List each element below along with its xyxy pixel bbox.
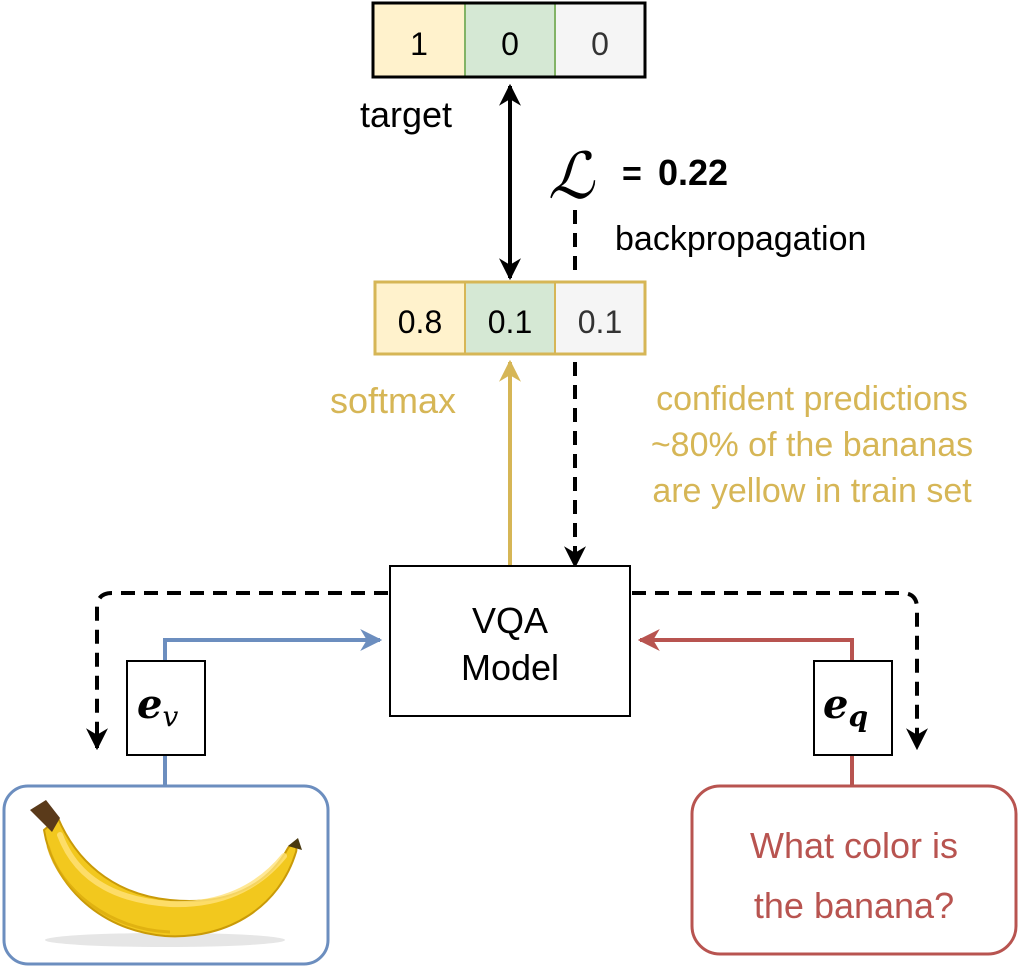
target-cell-1 xyxy=(373,3,465,77)
question-embedding-box xyxy=(813,660,893,756)
vqa-model-line-2: Model xyxy=(461,647,559,688)
annotation-line-1: confident predictions xyxy=(656,380,968,418)
loss-value: 0.22 xyxy=(658,152,728,193)
visual-embedding-box xyxy=(126,660,206,756)
vqa-model-line-1: VQA xyxy=(472,600,548,641)
backprop-to-question xyxy=(632,591,928,751)
prediction-cell-3 xyxy=(555,282,645,354)
loss-symbol: ℒ xyxy=(548,140,596,214)
prediction-cell-1 xyxy=(375,282,465,354)
question-box xyxy=(690,784,1018,956)
prediction-value-1: 0.8 xyxy=(398,304,442,340)
target-cell-2 xyxy=(465,3,555,77)
question-embedding-base: e xyxy=(823,681,848,728)
annotation-line-2: ~80% of the bananas xyxy=(651,426,973,464)
prediction-value-3: 0.1 xyxy=(578,304,622,340)
target-value-1: 1 xyxy=(410,26,428,62)
visual-embedding-base: e xyxy=(137,681,162,728)
vqa-model-box xyxy=(389,565,631,717)
target-cell-3 xyxy=(555,3,645,77)
prediction-vector: 0.8 0.1 0.1 xyxy=(373,280,647,356)
softmax-label: softmax xyxy=(330,380,456,421)
target-label: target xyxy=(360,94,452,135)
image-box xyxy=(2,784,330,966)
backprop-label: backpropagation xyxy=(615,220,866,258)
question-embedding-sub: q xyxy=(848,700,868,733)
prediction-border xyxy=(373,280,647,356)
question-line-2: the banana? xyxy=(754,885,954,926)
backprop-to-image xyxy=(86,591,388,751)
question-line-1: What color is xyxy=(750,825,958,866)
target-value-3: 0 xyxy=(591,26,609,62)
visual-embedding-label: ev xyxy=(137,681,178,733)
annotation-line-3: are yellow in train set xyxy=(652,472,972,510)
banana-icon xyxy=(30,800,302,947)
target-value-2: 0 xyxy=(501,26,519,62)
visual-embedding-sub: v xyxy=(162,700,178,733)
target-vector: 1 0 0 xyxy=(371,1,647,79)
loss-equals: = xyxy=(622,155,642,193)
question-embedding-label: eq xyxy=(823,681,868,733)
target-border xyxy=(371,1,647,79)
prediction-cell-2 xyxy=(465,282,555,354)
prediction-value-2: 0.1 xyxy=(488,304,532,340)
